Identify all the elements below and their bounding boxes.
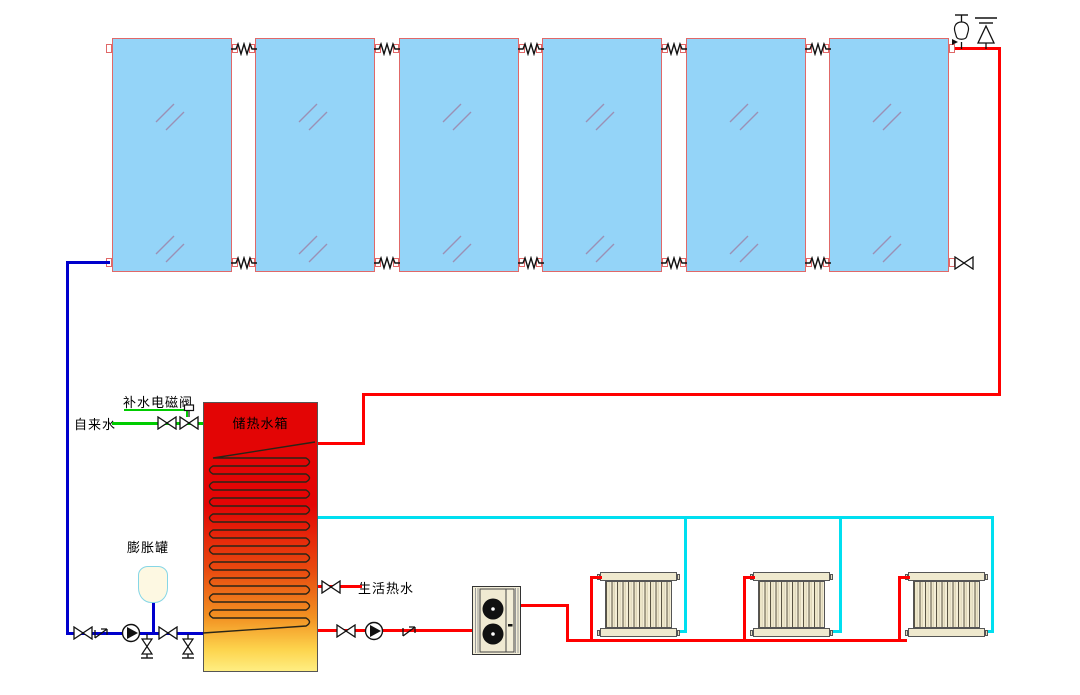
pipe-solar-hot: [955, 47, 1001, 50]
check-valve-icon: [92, 625, 110, 641]
pipe-heating-return: [684, 516, 687, 632]
glass-shine-icon: [869, 100, 909, 134]
pipe-makeup-leader: [124, 409, 188, 411]
solar-collector-panel-6: [829, 38, 949, 272]
radiator-3: [908, 572, 985, 581]
pipe-heating-supply: [590, 577, 593, 642]
solar-collector-panel-4: [542, 38, 662, 272]
flex-connector-icon: [517, 256, 544, 270]
glass-shine-icon: [152, 232, 192, 266]
radiator-3: [908, 628, 985, 637]
radiator-1: [600, 628, 677, 637]
flex-connector-icon: [374, 42, 400, 56]
flex-connector-icon: [230, 42, 257, 56]
radiator-cap: [677, 629, 680, 636]
pipe-solar-hot: [362, 393, 365, 445]
solar-collector-panel-1: [112, 38, 232, 272]
pipe-heating-supply: [898, 577, 901, 642]
pipe-expansion-stem: [152, 602, 155, 633]
radiator-1: [605, 581, 672, 628]
shutoff-valve-icon: [157, 416, 177, 430]
pipe-solar-hot: [362, 393, 1001, 396]
radiator-cap: [830, 573, 833, 580]
shutoff-valve-icon: [321, 579, 341, 594]
radiator-2: [758, 581, 825, 628]
flex-connector-icon: [230, 256, 257, 270]
solar-collector-panel-2: [255, 38, 375, 272]
radiator-cap: [905, 629, 908, 636]
solar-collector-panel-3: [399, 38, 519, 272]
pipe-heating-return: [828, 630, 842, 633]
pump-icon: [121, 623, 141, 643]
glass-shine-icon: [295, 100, 335, 134]
solar-collector-panel-5: [686, 38, 806, 272]
flex-connector-icon: [517, 42, 544, 56]
radiator-2: [753, 572, 830, 581]
pipe-heating-supply: [590, 576, 602, 579]
check-valve-icon: [400, 623, 418, 639]
glass-shine-icon: [726, 100, 766, 134]
radiator-3: [913, 581, 980, 628]
pipe-heating-supply: [898, 576, 910, 579]
pipe-heating-return: [677, 630, 687, 633]
radiator-cap: [830, 629, 833, 636]
glass-shine-icon: [726, 232, 766, 266]
label-storage-tank: 储热水箱: [232, 417, 289, 432]
pipe-heating-return: [839, 516, 842, 632]
pipe-heating-supply: [566, 639, 907, 642]
pipe-heating-return: [983, 630, 994, 633]
pump-icon: [364, 621, 384, 641]
coil-heat-exchanger: [203, 402, 318, 672]
pipe-heating-supply: [743, 576, 755, 579]
flex-connector-icon: [661, 42, 687, 56]
radiator-cap: [985, 629, 988, 636]
pipe-heating-return: [318, 516, 994, 519]
solenoid-valve-icon: [179, 404, 199, 430]
label-expansion-tank: 膨胀罐: [127, 541, 170, 556]
drain-valve-icon: [140, 634, 154, 661]
collector-drain-valve-icon: [954, 255, 974, 270]
air-vent-icon: [948, 12, 976, 50]
label-domestic-hot-water: 生活热水: [358, 582, 415, 597]
pipe-solar-hot: [998, 47, 1001, 396]
pipe-heating-return: [991, 516, 994, 632]
flex-connector-icon: [374, 256, 400, 270]
radiator-cap: [677, 573, 680, 580]
radiator-1: [600, 572, 677, 581]
glass-shine-icon: [582, 100, 622, 134]
glass-shine-icon: [295, 232, 335, 266]
flex-connector-icon: [804, 42, 831, 56]
glass-shine-icon: [582, 232, 622, 266]
radiator-cap: [597, 629, 600, 636]
flex-connector-icon: [661, 256, 687, 270]
glass-shine-icon: [152, 100, 192, 134]
glass-shine-icon: [869, 232, 909, 266]
shutoff-valve-icon: [73, 626, 93, 640]
radiator-2: [753, 628, 830, 637]
shutoff-valve-icon: [336, 623, 356, 638]
label-makeup-solenoid-valve: 补水电磁阀: [123, 396, 194, 411]
pipe-heating-supply: [520, 604, 569, 607]
pipe-heating-supply: [318, 629, 474, 632]
pipe-heating-supply: [743, 577, 746, 642]
pipe-solar-cold: [66, 261, 69, 635]
pipe-solar-hot: [318, 442, 365, 445]
pipe-solar-cold: [66, 261, 110, 264]
drain-valve-icon: [181, 634, 195, 661]
expansion-tank: [138, 566, 168, 603]
glass-shine-icon: [439, 100, 479, 134]
pipe-makeup-leader: [186, 409, 188, 417]
shutoff-valve-icon: [158, 626, 178, 640]
label-tap-water: 自来水: [74, 418, 117, 433]
radiator-cap: [985, 573, 988, 580]
heat-pump-unit: [472, 586, 521, 655]
pipe-heating-supply: [566, 604, 569, 642]
flex-connector-icon: [804, 256, 831, 270]
collector-stub: [106, 44, 112, 53]
radiator-cap: [750, 629, 753, 636]
safety-valve-icon: [971, 12, 1001, 50]
glass-shine-icon: [439, 232, 479, 266]
